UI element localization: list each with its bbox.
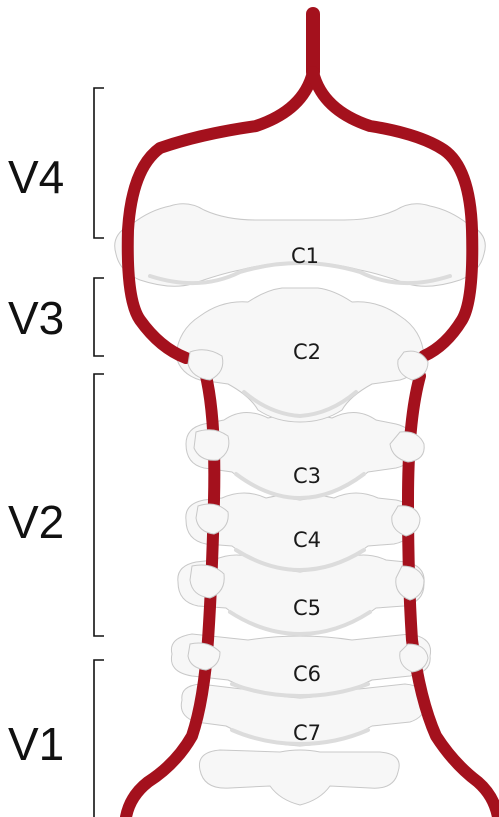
vertebra-label-c6: C6 — [293, 662, 321, 686]
vertebra-label-c2: C2 — [293, 340, 321, 364]
vertebra-label-c7: C7 — [293, 721, 321, 745]
c3-left-process — [194, 430, 229, 461]
v1-bracket — [94, 660, 104, 817]
t1-partial-bone — [199, 750, 399, 805]
segment-brackets — [94, 88, 104, 817]
segment-label-v1: V1 — [8, 718, 64, 770]
vertebra-label-c3: C3 — [293, 464, 321, 488]
segment-label-v2: V2 — [8, 496, 64, 548]
segment-label-v3: V3 — [8, 292, 64, 344]
vertebra-label-c4: C4 — [293, 528, 321, 552]
v4-bracket — [94, 88, 104, 238]
v2-bracket — [94, 374, 104, 636]
segment-labels: V4 V3 V2 V1 — [8, 151, 64, 770]
v3-bracket — [94, 278, 104, 356]
vertebra-label-c5: C5 — [293, 596, 321, 620]
vertebra-label-c1: C1 — [291, 244, 319, 268]
segment-label-v4: V4 — [8, 151, 64, 203]
